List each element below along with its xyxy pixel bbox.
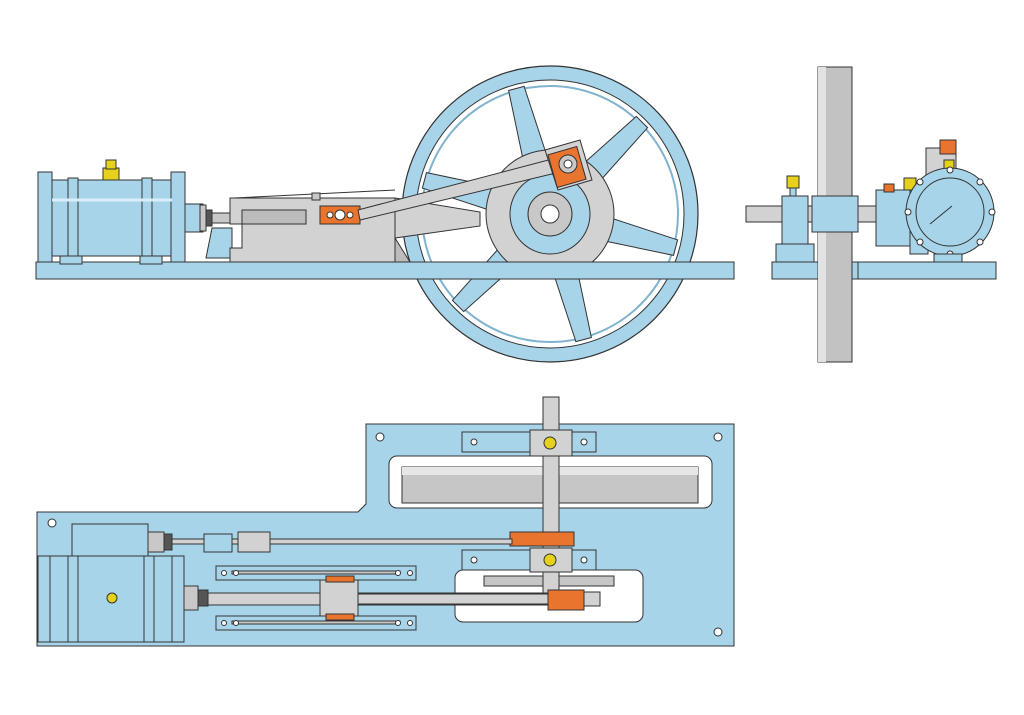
engine-end-view (745, 66, 997, 363)
side-baseplate-front (35, 261, 735, 280)
flywheel-icon (401, 65, 699, 363)
crosshead-icon (319, 205, 361, 225)
cylinder-icon (37, 159, 186, 265)
oil-cup-icon (102, 167, 120, 181)
engine-side-view (35, 65, 735, 363)
bearing-icon (544, 139, 593, 191)
engine-plan-view (36, 396, 735, 647)
